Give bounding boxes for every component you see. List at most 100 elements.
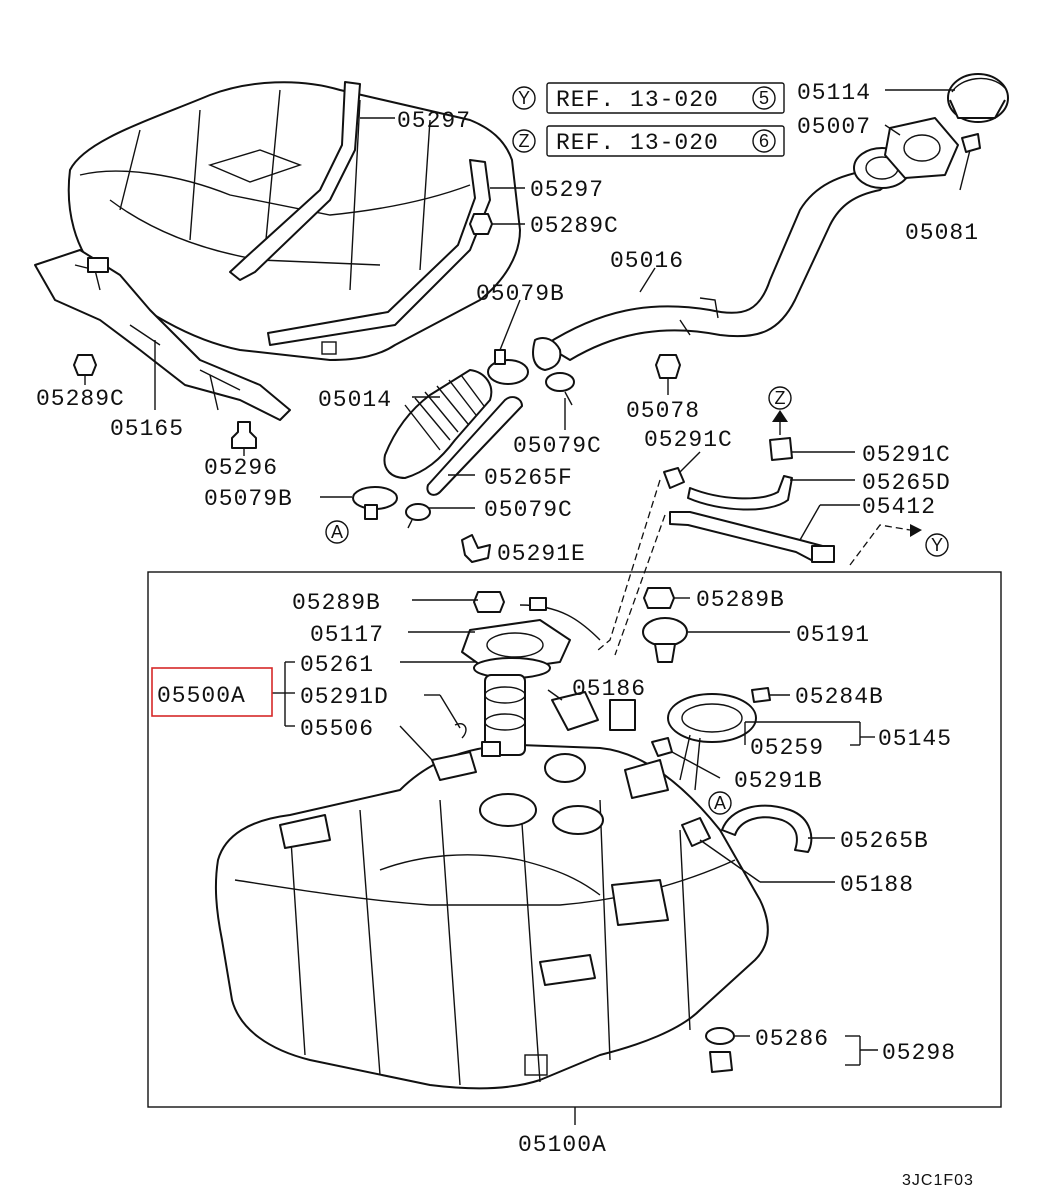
filter-05506 [431, 751, 477, 781]
label-05284b: 05284B [795, 684, 884, 710]
pump-flange-05117 [461, 597, 601, 673]
label-05078: 05078 [626, 398, 700, 424]
label-05261: 05261 [300, 652, 374, 678]
hose-clamp-05079b-low [352, 486, 398, 520]
z-direction-arrow [772, 410, 788, 435]
hose-clip-05291c-mid [663, 467, 685, 489]
label-05291d: 05291D [300, 684, 389, 710]
marker-a-top: A [325, 520, 349, 544]
figure-code: 3JC1F03 [902, 1172, 974, 1189]
label-05117: 05117 [310, 622, 384, 648]
ref-z-circle [512, 129, 536, 153]
label-05297-b: 05297 [530, 177, 604, 203]
hose-05265b [721, 804, 813, 853]
label-05081: 05081 [905, 220, 979, 246]
label-05100a: 05100A [518, 1132, 607, 1158]
marker-z-arrow: Z [768, 386, 792, 410]
svg-text:A: A [714, 793, 726, 813]
label-05191: 05191 [796, 622, 870, 648]
hose-05265d [687, 475, 793, 511]
nut-05289c-left-shape [73, 354, 97, 376]
label-05186: 05186 [572, 676, 646, 702]
label-05291b: 05291B [734, 768, 823, 794]
bolt-05284b-shape [751, 687, 771, 703]
hose-clamp-05079c-mid [545, 372, 575, 406]
pipe-fitting-lower [479, 753, 604, 835]
label-05265b: 05265B [840, 828, 929, 854]
main-fuel-tank-05100a [214, 744, 769, 1090]
label-05500a: 05500A [157, 683, 246, 709]
label-05079c-mid: 05079C [513, 433, 602, 459]
ref-y-box [546, 82, 785, 114]
svg-text:Y: Y [931, 535, 943, 555]
cap-05188 [681, 817, 711, 847]
gasket-05186 [551, 691, 599, 731]
label-05007: 05007 [797, 114, 871, 140]
filler-hose-05014 [383, 369, 493, 479]
svg-text:Z: Z [775, 388, 786, 408]
label-05296: 05296 [204, 455, 278, 481]
sensor-05259 [609, 699, 669, 799]
ref-z-letter: Z [519, 131, 530, 151]
label-05016: 05016 [610, 248, 684, 274]
cap-05191 [642, 617, 688, 663]
label-05165: 05165 [110, 416, 184, 442]
screw-05081 [959, 133, 981, 191]
ref-z-num-circle [752, 129, 776, 153]
grommet-05289b-right-shape [643, 587, 675, 609]
ref-row-y: Y REF. 13-020 5 [512, 82, 785, 114]
ref-y-circle [512, 86, 536, 110]
tank-support-bracket [34, 249, 291, 421]
drain-plug-05286 [705, 1027, 735, 1073]
grommet-05289b-left-shape [473, 591, 505, 613]
label-05506: 05506 [300, 716, 374, 742]
clip-05291b [651, 737, 673, 757]
vapor-tube-05412 [669, 511, 835, 563]
svg-text:A: A [331, 522, 343, 542]
label-05014: 05014 [318, 387, 392, 413]
ref-y-num: 5 [759, 88, 769, 108]
label-05289c-top: 05289C [530, 213, 619, 239]
ref-row-z: Z REF. 13-020 6 [512, 125, 785, 157]
clip-05291d [454, 723, 467, 739]
breather-hose-05265f [426, 396, 523, 496]
label-05079b-top: 05079B [476, 281, 565, 307]
label-05291e: 05291E [497, 541, 586, 567]
nut-05289c-top-shape [469, 213, 493, 235]
part-labels: 05114 05007 05081 05297 05297 05289C 050… [36, 80, 979, 1158]
label-05259: 05259 [750, 735, 824, 761]
marker-a-bottom: A [708, 791, 732, 815]
filler-gasket-05007 [884, 117, 959, 179]
label-05265f: 05265F [484, 465, 573, 491]
hose-clip-05291c-right [769, 437, 793, 461]
tank-strap-front [267, 159, 491, 346]
ref-z-text: REF. 13-020 [556, 130, 719, 156]
bolt-05296-shape [231, 421, 257, 449]
label-05079b-low: 05079B [204, 486, 293, 512]
clip-05291e-shape [461, 534, 491, 563]
label-05114: 05114 [797, 80, 871, 106]
label-05291c-mid: 05291C [644, 427, 733, 453]
ref-y-letter: Y [518, 88, 530, 108]
label-05297-a: 05297 [397, 108, 471, 134]
label-05079c-low: 05079C [484, 497, 573, 523]
ref-y-text: REF. 13-020 [556, 87, 719, 113]
label-05188: 05188 [840, 872, 914, 898]
fuel-pump-05500a [481, 674, 526, 757]
hose-clamp-05079b-top [487, 349, 529, 385]
valve-05145 [667, 693, 757, 791]
ref-z-box [546, 125, 785, 157]
leader-lines [84, 89, 955, 1125]
hose-clamp-05079c-low [405, 503, 431, 529]
marker-y-arrow: Y [925, 533, 949, 557]
label-05298: 05298 [882, 1040, 956, 1066]
label-05286: 05286 [755, 1026, 829, 1052]
label-05145: 05145 [878, 726, 952, 752]
tank-strap-rear [229, 81, 361, 281]
ref-y-num-circle [752, 86, 776, 110]
grommet-05078-shape [655, 354, 681, 379]
ref-z-num: 6 [759, 131, 769, 151]
label-05291c-right: 05291C [862, 442, 951, 468]
label-05265d: 05265D [862, 470, 951, 496]
